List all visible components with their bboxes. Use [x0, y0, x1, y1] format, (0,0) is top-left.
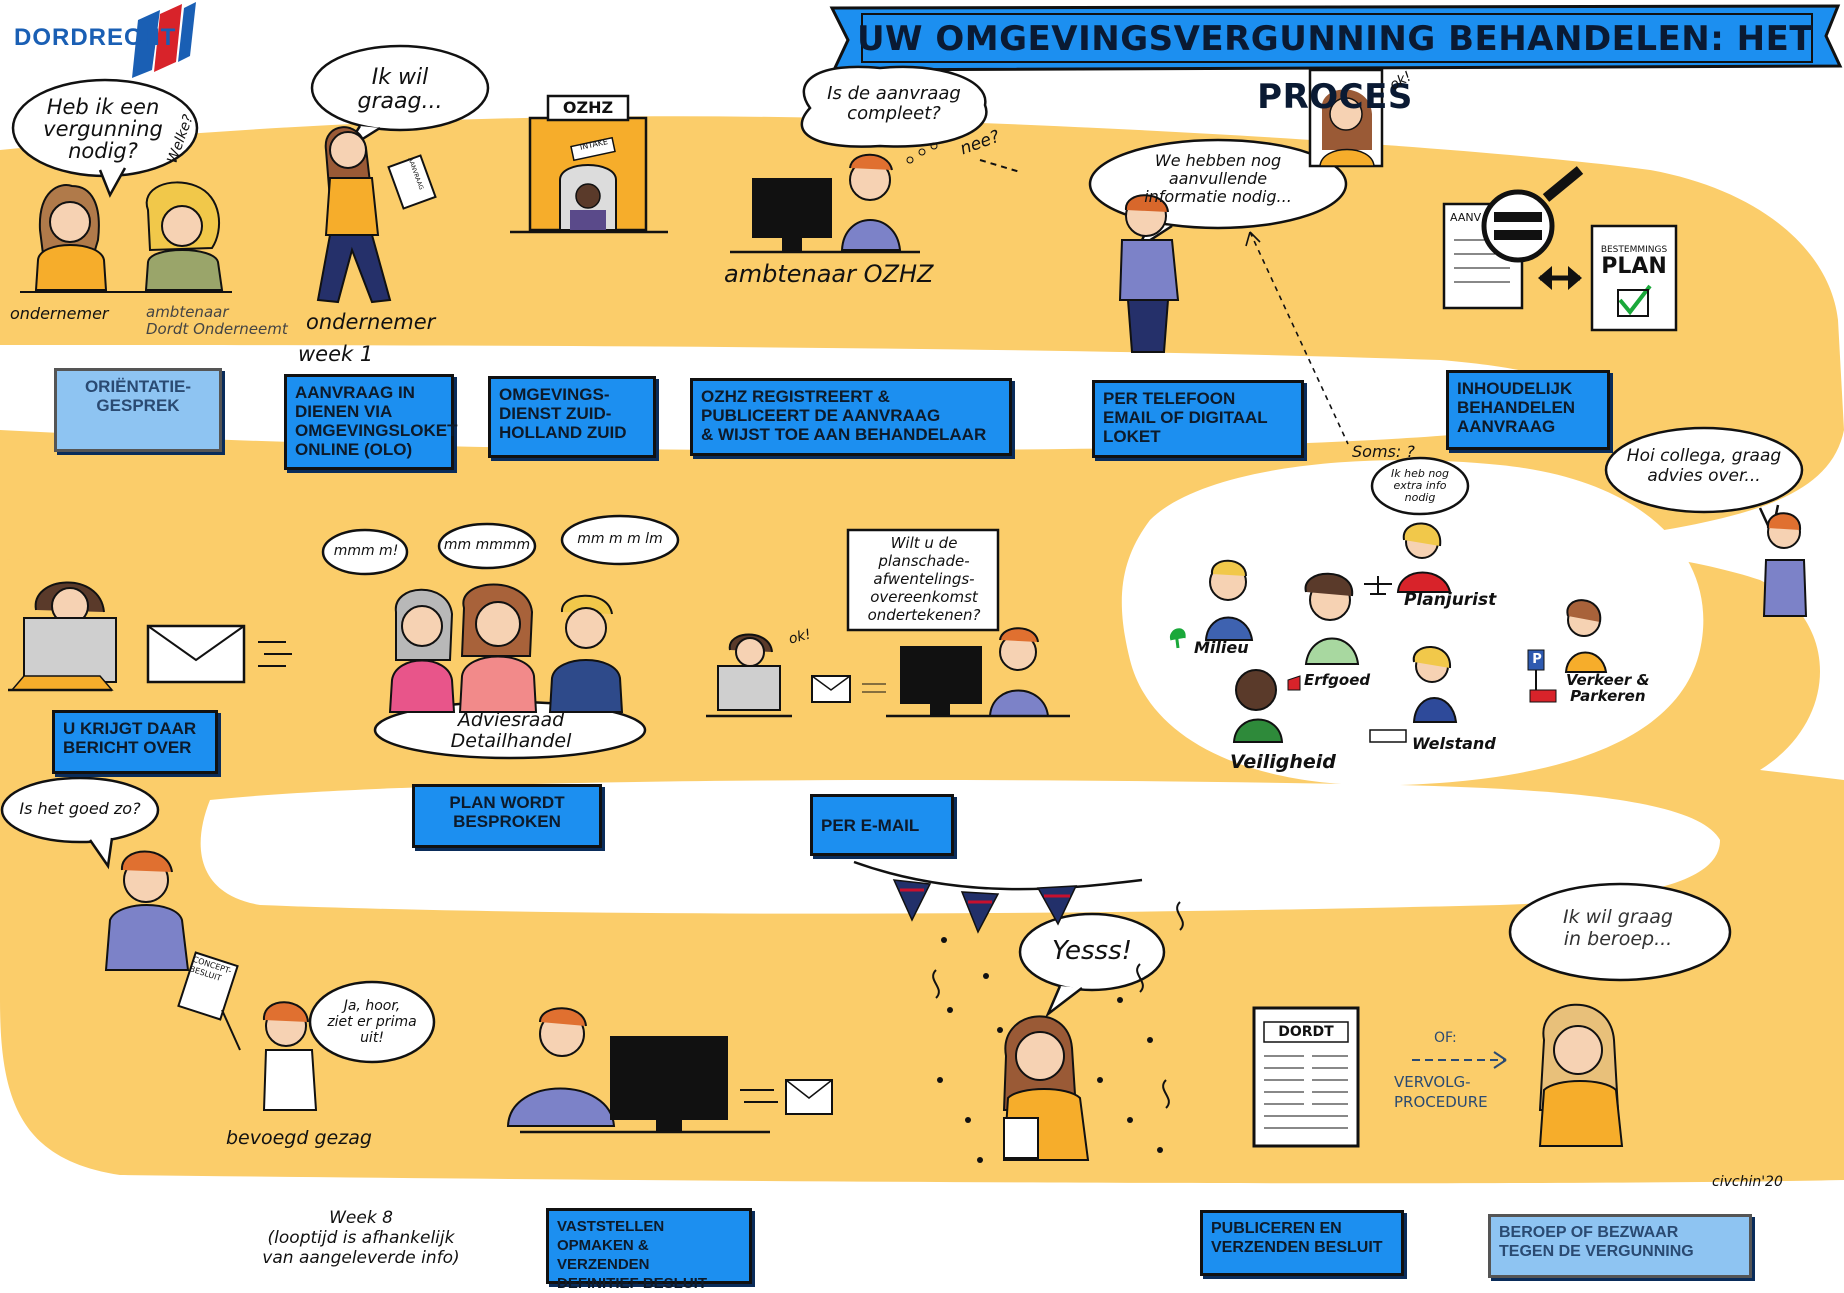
- bubble-scribble-3: [560, 514, 680, 566]
- step-publiceren: Publiceren en verzenden besluit: [1200, 1210, 1404, 1276]
- envelope-icon-1: [146, 624, 292, 684]
- ambtenaar-ozhz-icon: [730, 142, 938, 254]
- bubble-ikwil: [310, 44, 490, 132]
- label-ondernemer-2: ondernemer: [306, 310, 436, 334]
- bubble-scribble-1: [321, 528, 409, 576]
- label-vervolg: VERVOLG- PROCEDURE: [1394, 1073, 1488, 1111]
- newspaper-icon: [1252, 1006, 1360, 1148]
- unhappy-person-icon: [1538, 1003, 1624, 1147]
- framed-photo-icon: [1308, 68, 1384, 168]
- bubble-goed: [0, 776, 160, 844]
- document-magnifier-icon: [1442, 166, 1584, 310]
- label-planjurist: Planjurist: [1404, 590, 1497, 610]
- label-ambtenaar-dordt: ambtenaar Dordt Onderneemt: [146, 303, 288, 338]
- step-per-email: Per e-mail: [810, 794, 954, 856]
- step-orientatie: Oriëntatie- gesprek: [54, 368, 222, 452]
- bunting-icon: [853, 860, 1143, 934]
- label-aanv-doc: AANV: [1450, 211, 1482, 224]
- label-bestemmings: BESTEMMINGS: [1600, 245, 1668, 255]
- signature: civchin'20: [1712, 1174, 1783, 1190]
- step-ozhz-registreert: OZHZ registreert & publiceert de aanvraa…: [690, 378, 1012, 456]
- speech-ikwil: Ik wil graag...: [357, 65, 443, 114]
- label-week-1: week 1: [298, 342, 374, 366]
- speech-goed: Is het goed zo?: [19, 799, 141, 818]
- speech-beroep: Ik wil graag in beroep...: [1562, 906, 1673, 950]
- speech-info-nodig: We hebben nog aanvullende informatie nod…: [1144, 151, 1292, 206]
- speech-scribble-1: mmm m!: [333, 543, 399, 559]
- label-ozhz-sign: OZHZ: [562, 98, 614, 117]
- speech-compleet: Is de aanvraag compleet?: [827, 83, 961, 124]
- label-erfgoed: Erfgoed: [1304, 671, 1371, 689]
- path-band-1: [0, 116, 1844, 565]
- bubble-scribble-2: [437, 522, 537, 570]
- speech-vergunning: Heb ik een vergunning nodig?: [43, 95, 163, 163]
- step-omgevingsdienst: Omgevings- dienst Zuid- Holland Zuid: [488, 376, 656, 458]
- label-ambtenaar-ozhz: ambtenaar OZHZ: [724, 260, 934, 288]
- bestemmingsplan-icon: [1590, 224, 1678, 332]
- confetti-icon: [932, 901, 1184, 1163]
- celebrating-person-icon: [1002, 1015, 1090, 1161]
- step-beroep: Beroep of bezwaar tegen de vergunning: [1488, 1214, 1752, 1278]
- person-ondernemer-1-icon: [34, 184, 108, 291]
- step-inhoudelijk: Inhoudelijk behandelen aanvraag: [1446, 370, 1610, 450]
- label-plan: PLAN: [1601, 254, 1667, 279]
- label-dordt-paper: DORDT: [1278, 1024, 1334, 1040]
- bubble-prima: [308, 980, 436, 1064]
- step-vaststellen: Vaststellen opmaken & verzenden definiti…: [546, 1208, 752, 1292]
- concept-besluit-person-icon: [104, 850, 318, 1111]
- label-bevoegd-gezag: bevoegd gezag: [226, 1127, 372, 1149]
- step-plan-besproken: Plan wordt besproken: [412, 784, 602, 848]
- email-exchange-icon: [706, 627, 1070, 718]
- label-verkeer: Verkeer & Parkeren: [1566, 671, 1650, 705]
- bubble-beroep: [1508, 882, 1732, 982]
- label-welstand: Welstand: [1412, 734, 1496, 753]
- bubble-yesss: [1018, 912, 1166, 992]
- bubble-extra-info: [1370, 456, 1470, 516]
- advisors-icon: [1169, 512, 1808, 743]
- step-bericht: U krijgt daar bericht over: [52, 710, 218, 774]
- ozhz-building-icon: [510, 94, 668, 234]
- speech-collega: Hoi collega, graag advies over...: [1626, 446, 1782, 486]
- person-ambtenaar-dordt-icon: [144, 181, 224, 291]
- person-ondernemer-2-icon: [316, 126, 437, 304]
- label-milieu: Milieu: [1194, 638, 1249, 657]
- label-ondernemer-1: ondernemer: [10, 304, 109, 323]
- label-soms: Soms: ?: [1352, 442, 1415, 461]
- speech-extra-info: Ik heb nog extra info nodig: [1390, 467, 1449, 504]
- double-arrow-icon: [1538, 266, 1582, 290]
- label-veiligheid: Veiligheid: [1230, 751, 1336, 773]
- label-parking-p: P: [1532, 652, 1542, 667]
- step-aanvraag: Aanvraag in dienen via Omgevingsloket on…: [284, 374, 457, 470]
- dordrecht-logo-icon: [132, 2, 196, 78]
- adviesraad-people-icon: [388, 583, 624, 713]
- label-adviesraad: Adviesraad Detailhandel: [450, 709, 572, 752]
- step-telefoon: Per telefoon email of digitaal loket: [1092, 380, 1304, 458]
- speech-prima: Ja, hoor, ziet er prima uit!: [327, 998, 417, 1046]
- bubble-compleet: [800, 65, 988, 148]
- dordrecht-logo-text: DORDRECHT: [14, 24, 177, 51]
- page-title: UW OMGEVINGSVERGUNNING BEHANDELEN: HET P…: [856, 19, 1814, 117]
- bubble-planschade: [846, 528, 1000, 632]
- speech-scribble-3: mm m m lm: [577, 531, 663, 547]
- person-phone-icon: [1118, 194, 1180, 353]
- label-of: OF:: [1434, 1030, 1457, 1046]
- monitor-person-icon: [506, 1007, 833, 1134]
- bubble-collega: [1604, 426, 1804, 514]
- label-week-8: Week 8 (looptijd is afhankelijk van aang…: [262, 1208, 460, 1268]
- speech-yesss: Yesss!: [1051, 936, 1133, 966]
- speech-scribble-2: mm mmmm: [443, 537, 531, 553]
- laptop-person-icon: [8, 581, 117, 692]
- speech-planschade: Wilt u de planschade- afwentelings- over…: [867, 534, 981, 624]
